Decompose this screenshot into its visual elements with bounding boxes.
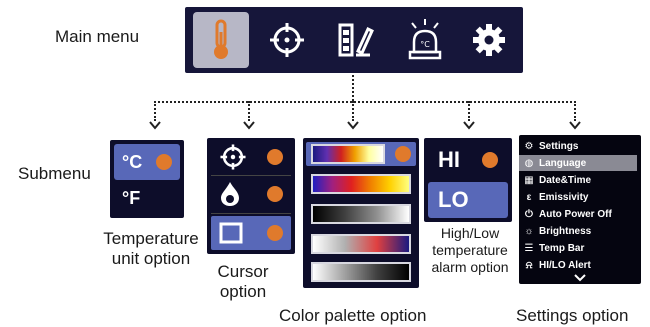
submenu-label: Submenu — [18, 164, 91, 183]
temperature-unit-submenu: °C °F — [110, 140, 184, 218]
settings-option-caption: Settings option — [516, 306, 629, 325]
connector-palette — [352, 101, 354, 121]
unit-celsius-option[interactable]: °C — [114, 144, 180, 180]
alarm-option-high[interactable]: HI — [428, 142, 508, 178]
caption-line: alarm option — [431, 259, 509, 275]
settings-title: Settings — [539, 140, 579, 152]
palette-option-white-hot[interactable] — [311, 204, 411, 224]
main-menu-bar: °C — [185, 7, 523, 73]
caption-line: Temperature — [103, 229, 199, 248]
settings-submenu: ⚙ Settings ◍ Language ▦ Date&Time ε Emis… — [519, 135, 641, 284]
connector-temperature — [154, 101, 156, 121]
epsilon-icon: ε — [526, 191, 532, 203]
menu-item-settings[interactable] — [461, 12, 517, 68]
settings-item-label: Date&Time — [539, 174, 592, 186]
alarm-high-label: HI — [438, 147, 460, 172]
cursor-option-hotspot[interactable] — [211, 177, 291, 211]
alarm-option-low[interactable]: LO — [428, 182, 508, 218]
globe-icon: ◍ — [524, 157, 534, 169]
main-menu-label: Main menu — [55, 27, 140, 46]
settings-item-label: Language — [539, 157, 587, 169]
settings-item-label: Brightness — [539, 225, 592, 237]
cursor-option-box[interactable] — [211, 216, 291, 250]
thermometer-icon — [214, 19, 228, 59]
flame-icon — [221, 182, 239, 206]
palette-option-contrast[interactable] — [311, 234, 411, 254]
palette-option-rainbow[interactable] — [311, 174, 411, 194]
square-icon — [219, 222, 243, 244]
settings-item-label: Auto Power Off — [539, 208, 612, 220]
caption-line: High/Low — [440, 225, 500, 241]
arrow-down-icon — [243, 121, 255, 130]
caption-line: option — [219, 282, 267, 301]
menu-item-alarm[interactable]: °C — [397, 12, 453, 68]
arrow-down-icon — [569, 121, 581, 130]
palette-icon — [338, 23, 374, 57]
settings-item-label: Emissivity — [539, 191, 589, 203]
color-palette-option-caption: Color palette option — [279, 306, 427, 325]
settings-item-temp-bar[interactable]: ☰ Temp Bar — [519, 240, 637, 256]
connector-alarm — [468, 101, 470, 121]
option-indicator — [267, 149, 283, 165]
selected-indicator — [156, 154, 172, 170]
color-palette-submenu — [303, 138, 419, 288]
settings-item-label: HI/LO Alert — [539, 259, 591, 271]
high-low-option-caption: High/Low temperature alarm option — [424, 225, 516, 276]
crosshair-icon — [270, 23, 304, 57]
connector-trunk — [352, 75, 354, 101]
selected-indicator — [267, 225, 283, 241]
high-low-alarm-submenu: HI LO — [424, 138, 512, 222]
temp-bar-icon: ☰ — [524, 242, 534, 254]
brightness-icon: ☼ — [524, 225, 534, 237]
chevron-down-icon[interactable] — [574, 274, 586, 282]
alarm-low-label: LO — [438, 187, 469, 212]
menu-item-temperature[interactable] — [193, 12, 249, 68]
cursor-submenu — [207, 138, 295, 254]
arrow-down-icon — [347, 121, 359, 130]
settings-item-auto-power-off[interactable]: ⏻ Auto Power Off — [519, 206, 637, 222]
divider — [211, 175, 291, 176]
crosshair-icon — [220, 144, 246, 170]
menu-item-palette[interactable] — [327, 12, 383, 68]
option-indicator — [482, 152, 498, 168]
connector-horizontal — [154, 101, 576, 103]
gear-icon — [473, 24, 505, 56]
palette-option-iron[interactable] — [311, 144, 385, 164]
alarm-icon: ⍾ — [525, 259, 533, 271]
arrow-down-icon — [149, 121, 161, 130]
temperature-option-caption: Temperature unit option — [91, 229, 211, 269]
unit-fahrenheit-label: °F — [122, 187, 141, 208]
power-icon: ⏻ — [525, 208, 533, 220]
cursor-option-caption: Cursor option — [212, 262, 274, 302]
connector-settings — [574, 101, 576, 121]
caption-line: temperature — [432, 242, 508, 258]
palette-option-black-hot[interactable] — [311, 262, 411, 282]
cursor-option-crosshair[interactable] — [211, 140, 291, 174]
arrow-down-icon — [463, 121, 475, 130]
gear-icon: ⚙ — [524, 140, 534, 152]
settings-title-row: ⚙ Settings — [519, 138, 637, 154]
settings-item-language[interactable]: ◍ Language — [519, 155, 637, 171]
divider — [211, 213, 291, 214]
calendar-icon: ▦ — [524, 174, 534, 186]
selected-indicator — [395, 146, 411, 162]
svg-text:°C: °C — [420, 40, 430, 49]
settings-item-brightness[interactable]: ☼ Brightness — [519, 223, 637, 239]
unit-celsius-label: °C — [122, 151, 143, 172]
caption-line: Cursor — [217, 262, 269, 281]
settings-item-date-time[interactable]: ▦ Date&Time — [519, 172, 637, 188]
option-indicator — [267, 186, 283, 202]
connector-cursor — [248, 101, 250, 121]
caption-line: unit option — [111, 249, 191, 268]
settings-item-emissivity[interactable]: ε Emissivity — [519, 189, 637, 205]
settings-item-hi-lo-alert[interactable]: ⍾ HI/LO Alert — [519, 257, 637, 273]
menu-item-cursor[interactable] — [259, 12, 315, 68]
settings-item-label: Temp Bar — [539, 242, 585, 254]
alarm-icon: °C — [408, 19, 442, 60]
unit-fahrenheit-option[interactable]: °F — [114, 180, 180, 216]
